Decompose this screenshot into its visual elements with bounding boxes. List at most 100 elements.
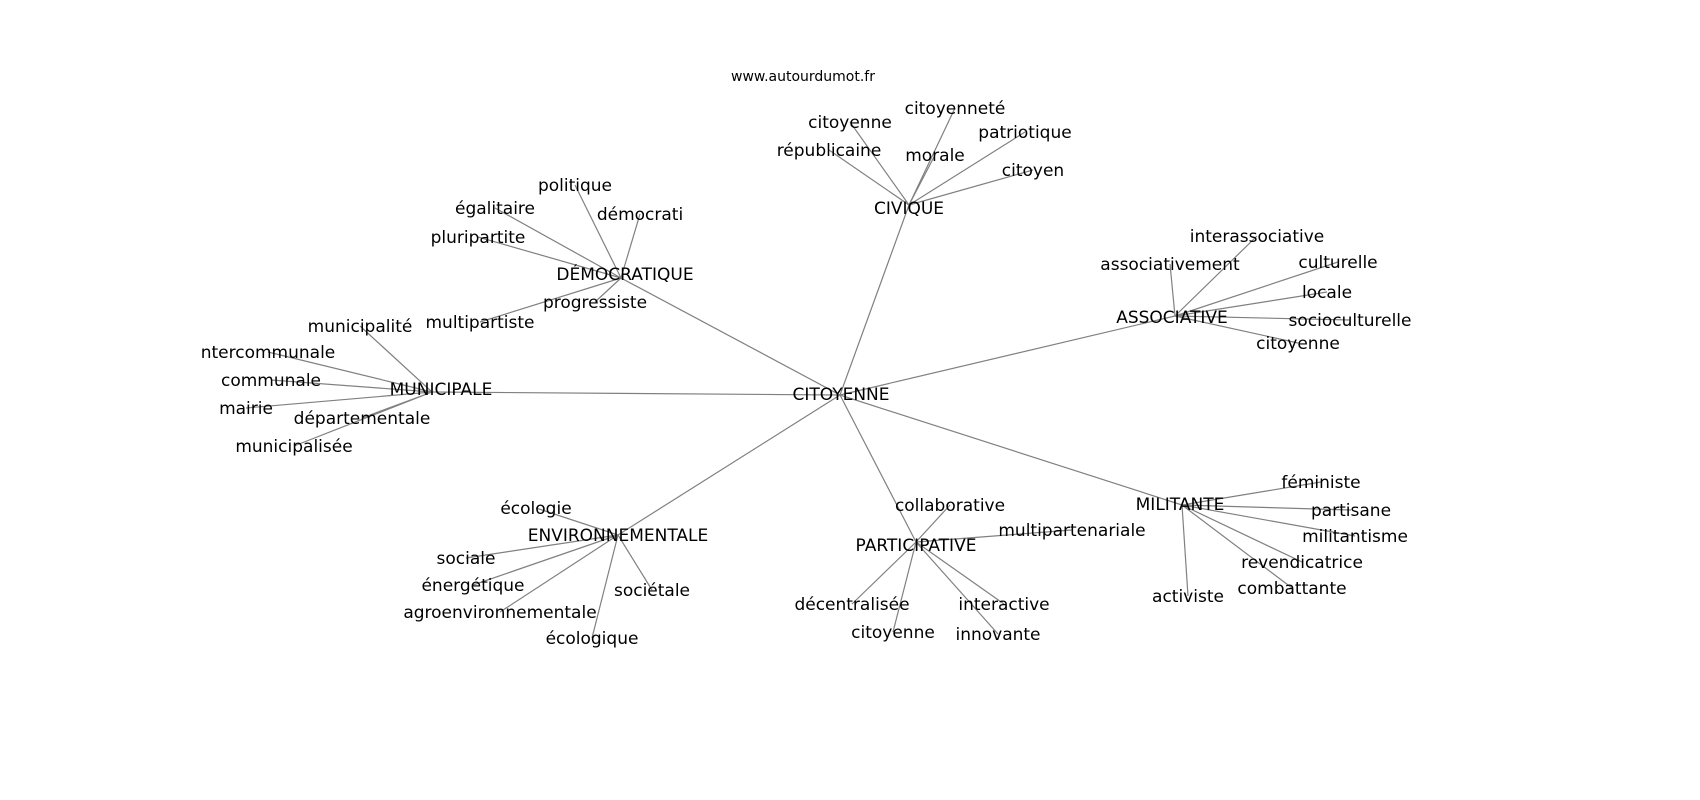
edge-civique-leaf [849, 121, 910, 206]
leaf-node-label: collaborative [895, 496, 1005, 516]
edge-civique-leaf [908, 154, 936, 206]
leaf-node-label: citoyenne [851, 623, 935, 643]
leaf-node-label: citoyenne [1256, 334, 1340, 354]
leaf-node-label: agroenvironnementale [403, 603, 596, 623]
edges [245, 107, 1356, 639]
edge-militante-leaf [1181, 504, 1303, 563]
hub-node-democratique: DÉMOCRATIQUE [556, 263, 693, 285]
hub-node-associative: ASSOCIATIVE [1116, 308, 1228, 328]
edge-environnementale-leaf [617, 534, 653, 591]
edge-participative-leaf [915, 529, 1073, 543]
hub-node-environnementale: ENVIRONNEMENTALE [528, 526, 709, 546]
leaf-node-label: départementale [294, 409, 431, 429]
leaf-node-label: politique [538, 176, 612, 196]
leaf-node-label: écologique [546, 629, 639, 649]
hub-node-militante: MILITANTE [1136, 495, 1225, 515]
edge-participative-leaf [915, 541, 1005, 605]
leaf-node-label: mairie [219, 399, 273, 419]
edge-root-associative [839, 315, 1176, 396]
leaf-node-label: citoyen [1002, 161, 1064, 181]
edge-civique-leaf [828, 149, 910, 206]
leaf-node-label: morale [905, 146, 965, 166]
edge-associative-leaf [1174, 291, 1328, 317]
edge-civique-leaf [908, 169, 1034, 206]
leaf-node-label: républicaine [777, 141, 882, 161]
edge-militante-leaf [1181, 504, 1189, 597]
leaf-node-label: culturelle [1298, 253, 1377, 273]
leaf-node-label: démocrati [597, 205, 683, 225]
leaf-node-label: socioculturelle [1289, 311, 1412, 331]
edge-democratique-leaf [494, 207, 622, 279]
edge-root-militante [839, 394, 1183, 506]
leaf-node-label: féministe [1281, 473, 1360, 493]
leaf-node-label: décentralisée [794, 595, 909, 615]
leaf-node-label: innovante [955, 625, 1040, 645]
hub-node-civique: CIVIQUE [874, 199, 944, 219]
leaf-node-label: égalitaire [455, 199, 535, 219]
edge-municipale-leaf [359, 325, 433, 393]
edge-root-participative [839, 394, 917, 543]
edge-associative-leaf [1169, 263, 1176, 317]
leaf-node-label: interassociative [1190, 227, 1325, 247]
leaf-node-label: sociale [437, 549, 496, 569]
edge-associative-leaf [1174, 315, 1299, 344]
site-title: www.autourdumot.fr [731, 69, 875, 85]
edge-participative-leaf [892, 541, 917, 633]
hub-node-municipale: MUNICIPALE [390, 380, 493, 400]
leaf-node-label: citoyenneté [905, 99, 1006, 119]
leaf-node-label: locale [1302, 283, 1352, 303]
leaf-node-label: militantisme [1302, 527, 1408, 547]
edge-environnementale-leaf [591, 534, 619, 639]
edge-municipale-leaf [270, 379, 433, 393]
edge-democratique-leaf [594, 277, 622, 303]
edge-root-environnementale [617, 394, 841, 536]
edge-democratique-leaf [620, 213, 641, 279]
leaf-node-label: revendicatrice [1241, 553, 1363, 573]
leaf-node-label: écologie [500, 499, 571, 519]
leaf-node-label: ntercommunale [201, 343, 336, 363]
edge-participative-leaf [915, 504, 951, 543]
edge-municipale-leaf [293, 391, 433, 447]
edge-militante-leaf [1181, 481, 1322, 506]
leaf-node-label: municipalité [308, 317, 413, 337]
edge-associative-leaf [1174, 315, 1351, 321]
hub-node-participative: PARTICIPATIVE [856, 536, 977, 556]
leaf-node-label: municipalisée [235, 437, 352, 457]
leaf-node-label: interactive [958, 595, 1049, 615]
edge-root-civique [839, 204, 910, 396]
leaf-node-label: activiste [1152, 587, 1224, 607]
leaf-node-label: multipartenariale [998, 521, 1145, 541]
edge-associative-leaf [1174, 235, 1258, 317]
edge-associative-leaf [1174, 261, 1339, 317]
edge-environnementale-leaf [535, 507, 619, 536]
edge-democratique-leaf [479, 277, 622, 323]
edge-militante-leaf [1181, 504, 1356, 537]
edge-civique-leaf [908, 107, 956, 206]
edge-democratique-leaf [477, 236, 622, 279]
leaf-node-label: communale [221, 371, 321, 391]
edge-environnementale-leaf [472, 534, 619, 586]
leaf-node-label: pluripartite [431, 228, 526, 248]
leaf-node-label: associativement [1100, 255, 1240, 275]
node-labels: citoyenne citoyenneté patriotique morale cit… [201, 99, 1412, 649]
edge-militante-leaf [1181, 504, 1352, 511]
leaf-node-label: patriotique [978, 123, 1071, 143]
leaf-node-label: progressiste [543, 293, 647, 313]
edge-participative-leaf [915, 541, 999, 635]
edge-environnementale-leaf [465, 534, 619, 559]
edge-municipale-leaf [245, 391, 433, 409]
edge-militante-leaf [1181, 504, 1293, 589]
edge-root-democratique [620, 277, 841, 396]
edge-environnementale-leaf [499, 534, 619, 613]
edge-municipale-leaf [267, 351, 433, 393]
edge-democratique-leaf [574, 184, 622, 279]
root-node-label: CITOYENNE [792, 385, 889, 405]
leaf-node-label: partisane [1311, 501, 1391, 521]
leaf-node-label: combattante [1237, 579, 1346, 599]
leaf-node-label: citoyenne [808, 113, 892, 133]
edge-civique-leaf [908, 131, 1026, 206]
leaf-node-label: énergétique [421, 576, 524, 596]
leaf-node-label: sociétale [614, 581, 690, 601]
edge-root-municipale [431, 391, 841, 396]
